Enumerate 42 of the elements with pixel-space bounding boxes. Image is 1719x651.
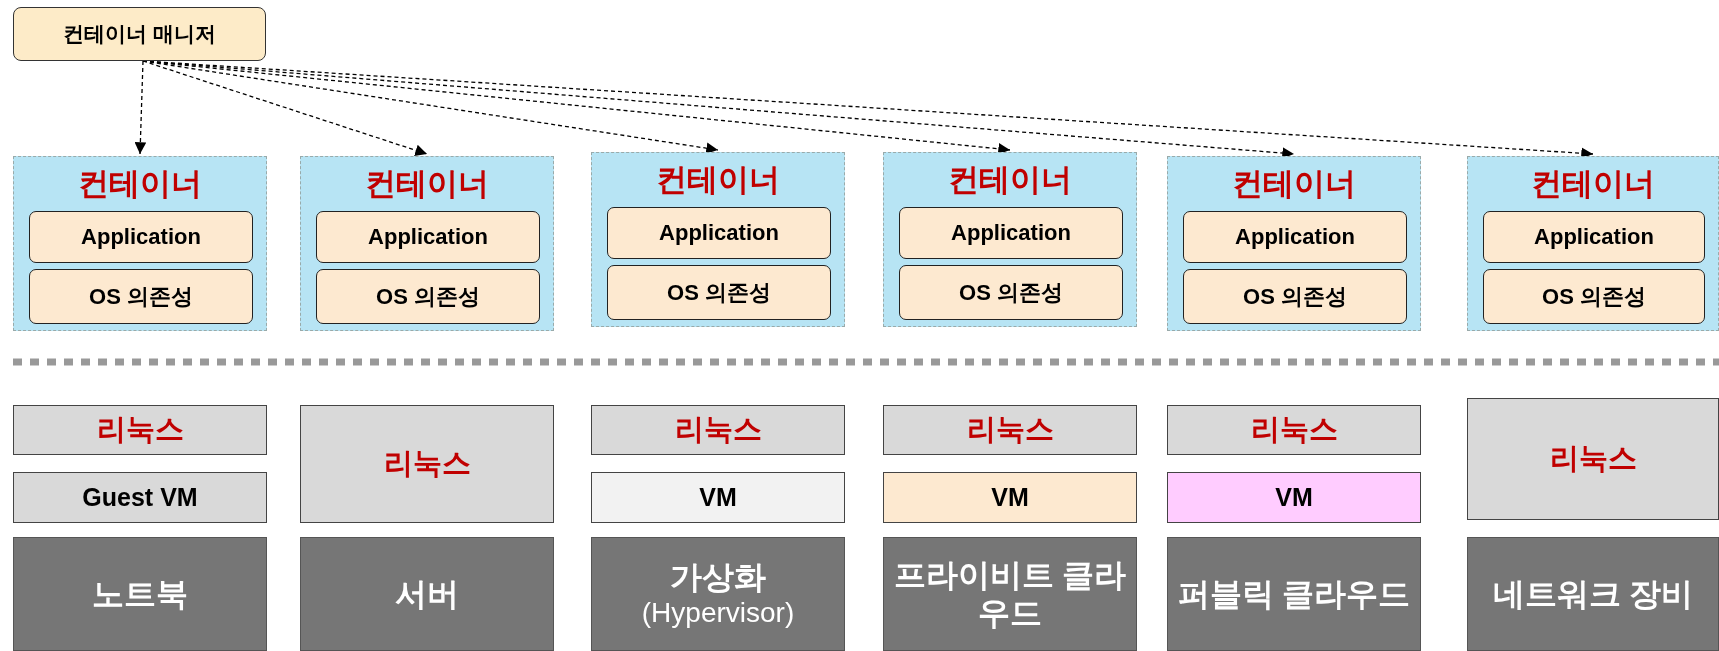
os-dependency-box: OS 의존성 [1183,269,1407,324]
os-dependency-box: OS 의존성 [607,265,831,320]
os-layer-box: 리눅스 [1467,398,1719,520]
container-title: 컨테이너 [78,165,202,203]
application-box: Application [899,207,1123,259]
os-layer-box: 리눅스 [1167,405,1421,455]
application-box: Application [316,211,540,263]
os-layer-box: 리눅스 [591,405,845,455]
container-box [1467,156,1719,331]
platform-box: 프라이비트 클라우드 [883,537,1137,651]
manager-box: 컨테이너 매니저 [13,7,266,61]
application-box: Application [1183,211,1407,263]
vm-box: VM [883,472,1137,523]
os-dependency-box: OS 의존성 [899,265,1123,320]
container-title: 컨테이너 [1232,165,1356,203]
application-box: Application [29,211,253,263]
container-box [1167,156,1421,331]
platform-box: 노트북 [13,537,267,651]
dashed-arrow [134,60,147,155]
vm-box: VM [591,472,845,523]
os-layer-box: 리눅스 [883,405,1137,455]
application-box: Application [607,207,831,259]
container-box [883,152,1137,327]
container-title: 컨테이너 [365,165,489,203]
os-dependency-box: OS 의존성 [316,269,540,324]
container-box [300,156,554,331]
platform-box: 퍼블릭 클라우드 [1167,537,1421,651]
container-title: 컨테이너 [948,161,1072,199]
container-title: 컨테이너 [1531,165,1655,203]
vm-box: VM [1167,472,1421,523]
platform-box: 서버 [300,537,554,651]
container-title: 컨테이너 [656,161,780,199]
platform-box: 가상화 (Hypervisor) [591,537,845,651]
os-layer-box: 리눅스 [13,405,267,455]
os-dependency-box: OS 의존성 [29,269,253,324]
platform-box: 네트워크 장비 [1467,537,1719,651]
container-box [13,156,267,331]
os-dependency-box: OS 의존성 [1483,269,1705,324]
application-box: Application [1483,211,1705,263]
os-layer-box: 리눅스 [300,405,554,523]
vm-box: Guest VM [13,472,267,523]
container-box [591,152,845,327]
